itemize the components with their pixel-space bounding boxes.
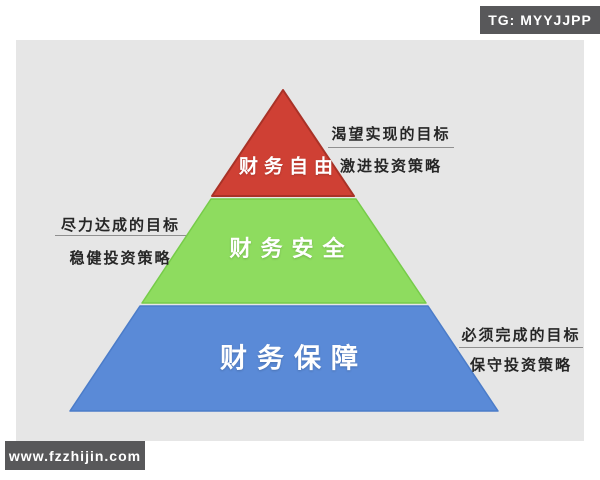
pyramid-level-bottom-shape [69, 305, 499, 412]
annotation-strategy-text: 激进投资策略 [339, 158, 442, 175]
pyramid-level-bottom-label: 财务保障 [220, 343, 368, 374]
annotation-divider-line [459, 347, 583, 348]
annotation-divider-line [55, 235, 186, 236]
telegram-watermark-badge: TG: MYYJJPP [480, 6, 600, 34]
pyramid-level-middle-shape [141, 198, 427, 304]
pyramid-level-middle-label: 财务安全 [229, 236, 354, 261]
annotation-financial-security: 尽力达成的目标 稳健投资策略 [55, 213, 186, 278]
pyramid-level-top-shape [211, 89, 355, 197]
annotation-goal-text: 尽力达成的目标 [60, 217, 180, 234]
website-watermark-badge: www.fzzhijin.com [5, 441, 145, 470]
annotation-goal-text: 渴望实现的目标 [331, 126, 451, 143]
annotation-goal-text: 必须完成的目标 [461, 327, 581, 344]
annotation-strategy-text: 保守投资策略 [469, 357, 572, 374]
annotation-financial-protection: 必须完成的目标 保守投资策略 [459, 321, 583, 380]
pyramid-level-top-label: 财务自由 [238, 156, 340, 178]
annotation-divider-line [328, 147, 454, 148]
annotation-financial-freedom: 渴望实现的目标 激进投资策略 [328, 119, 454, 182]
annotation-strategy-text: 稳健投资策略 [69, 250, 172, 267]
